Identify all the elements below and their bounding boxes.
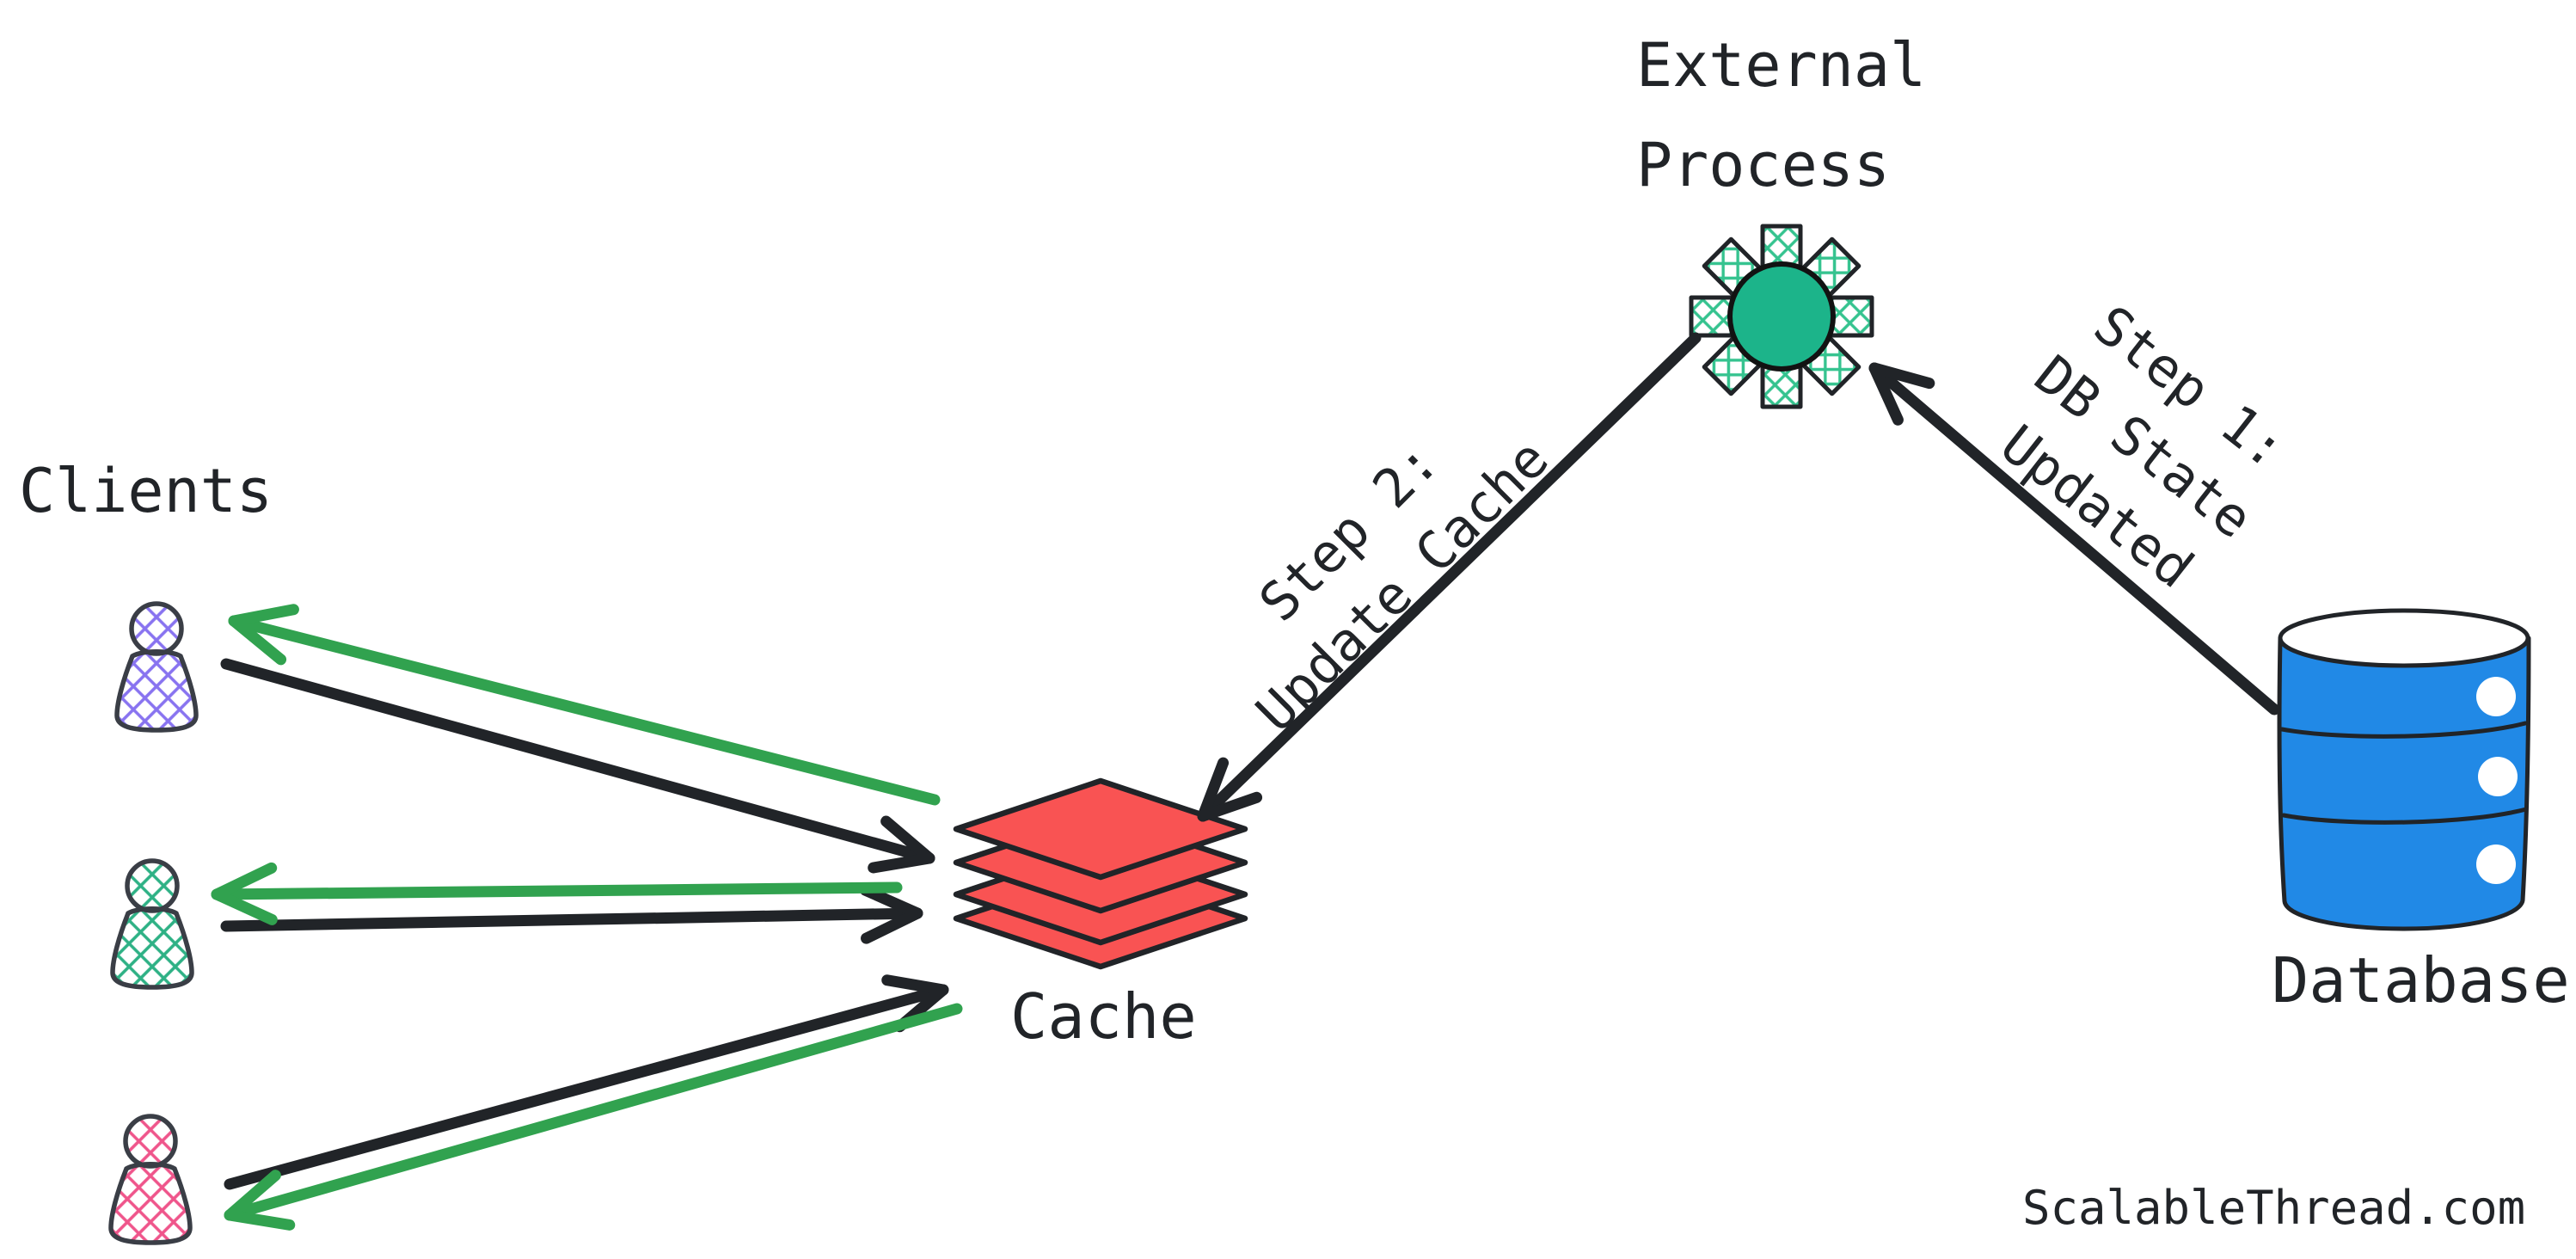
gear-icon [1689, 224, 1874, 409]
request-arrow-client3 [224, 974, 949, 1190]
request-arrow-client2 [220, 884, 923, 944]
cache-stack-icon [953, 777, 1248, 970]
clients-label: Clients [19, 456, 273, 526]
clients-group [111, 604, 196, 1243]
client-pawn-icon-1 [117, 604, 196, 730]
database-icon [2277, 608, 2531, 931]
cache-layer [953, 777, 1248, 881]
client-pawn-icon-3 [111, 1116, 190, 1243]
external-process-label: External Process [1636, 15, 1926, 215]
database-body [2277, 636, 2531, 931]
cache-label: Cache [1010, 980, 1197, 1053]
database-label: Database [2272, 944, 2570, 1016]
client-pawn-icon-2 [113, 861, 192, 987]
response-arrow-client2 [211, 862, 903, 925]
step2-arrow [1197, 332, 1702, 822]
database-top [2278, 608, 2530, 668]
response-arrow-client1 [228, 604, 941, 806]
response-arrow-client3 [224, 1003, 963, 1231]
external-process-line2: Process [1636, 130, 1891, 200]
watermark-text: ScalableThread.com [2022, 1181, 2526, 1235]
request-arrow-client1 [220, 658, 935, 874]
external-process-line1: External [1636, 30, 1927, 101]
step1-arrow [1868, 362, 2280, 715]
arrows-group [211, 332, 2280, 1231]
